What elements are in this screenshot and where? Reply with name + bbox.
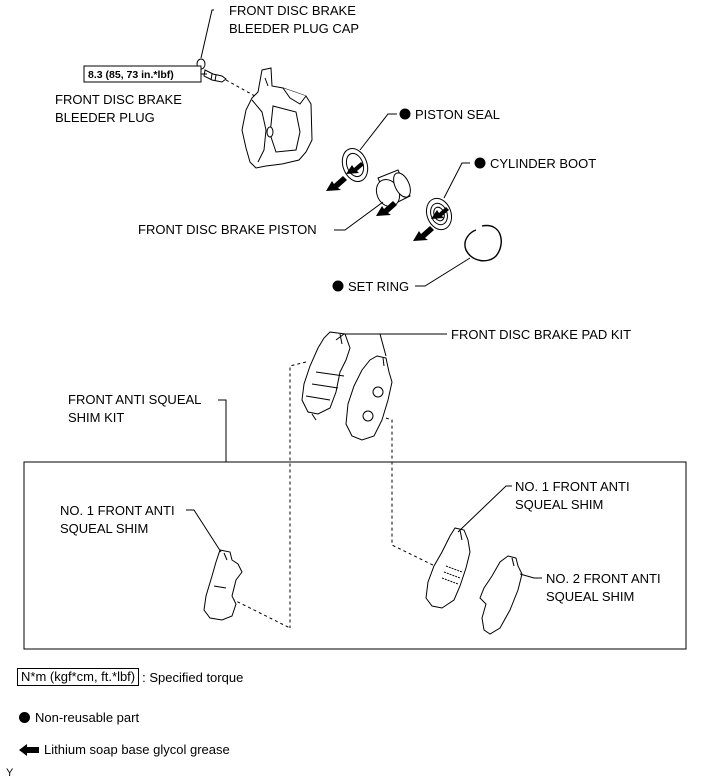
torque-value-text: 8.3 (85, 73 in.*lbf) — [88, 69, 174, 81]
label-no2-shim-1: NO. 2 FRONT ANTI — [546, 571, 661, 586]
label-pad-kit: FRONT DISC BRAKE PAD KIT — [451, 327, 631, 342]
label-cylinder-boot: CYLINDER BOOT — [490, 156, 596, 171]
non-reusable-dot-set-ring — [332, 280, 344, 292]
label-right-no1-shim-1: NO. 1 FRONT ANTI — [515, 479, 630, 494]
legend-grease-text: Lithium soap base glycol grease — [44, 742, 230, 757]
left-no1-shim-drawing — [203, 549, 243, 621]
dashed-left-shim — [231, 598, 291, 629]
brake-pad-outer-drawing — [301, 331, 351, 421]
legend-torque-desc: : Specified torque — [142, 669, 244, 685]
grease-arrow-icon-boot — [413, 226, 434, 241]
legend-grease: Lithium soap base glycol grease — [19, 742, 230, 757]
dashed-pad-inner — [385, 417, 444, 571]
label-piston-seal: PISTON SEAL — [415, 107, 500, 122]
dashed-plug-caliper — [225, 79, 263, 101]
non-reusable-dot-cylinder-boot — [474, 157, 486, 169]
label-left-no1-shim-2: SQUEAL SHIM — [60, 521, 148, 536]
label-bleeder-plug-1: FRONT DISC BRAKE — [55, 92, 182, 107]
label-piston: FRONT DISC BRAKE PISTON — [138, 222, 317, 237]
label-shim-kit-2: SHIM KIT — [68, 410, 124, 425]
legend-torque-unit: N*m (kgf*cm, ft.*lbf) — [17, 668, 140, 686]
leader-shim-kit — [218, 399, 227, 462]
grease-arrows — [326, 162, 449, 241]
torque-box: 8.3 (85, 73 in.*lbf) — [83, 65, 202, 83]
leader-no2-shim — [519, 573, 542, 579]
label-no2-shim-2: SQUEAL SHIM — [546, 589, 634, 604]
filled-circle-icon — [19, 712, 30, 723]
leader-bleeder-cap — [200, 9, 214, 59]
label-bleeder-cap-2: BLEEDER PLUG CAP — [229, 21, 359, 36]
footer-code: Y — [6, 767, 14, 779]
grease-arrow-icon-seal-inner — [346, 162, 364, 174]
leader-piston-seal — [359, 113, 397, 151]
grease-arrow-icon-boot-inner — [431, 207, 449, 219]
label-bleeder-cap-1: FRONT DISC BRAKE — [229, 3, 356, 18]
legend-non-reusable-text: Non-reusable part — [35, 710, 140, 725]
legend-torque: N*m (kgf*cm, ft.*lbf) : Specified torque — [17, 668, 243, 686]
legend-non-reusable: Non-reusable part — [19, 710, 139, 725]
caliper-drawing — [241, 67, 313, 169]
non-reusable-dot-piston-seal — [399, 108, 411, 120]
set-ring-drawing — [464, 224, 502, 262]
grease-arrow-icon-seal — [326, 176, 347, 191]
label-left-no1-shim-1: NO. 1 FRONT ANTI — [60, 503, 175, 518]
right-no1-shim-drawing — [425, 527, 471, 609]
label-bleeder-plug-2: BLEEDER PLUG — [55, 110, 155, 125]
no2-shim-drawing — [479, 555, 523, 635]
leader-right-no1-shim — [457, 485, 512, 533]
label-set-ring: SET RING — [348, 279, 409, 294]
leader-cylinder-boot — [443, 162, 470, 199]
label-shim-kit-1: FRONT ANTI SQUEAL — [68, 392, 201, 407]
leader-left-no1-shim — [186, 509, 222, 553]
left-arrow-icon — [19, 743, 39, 756]
label-right-no1-shim-2: SQUEAL SHIM — [515, 497, 603, 512]
brake-pad-inner-drawing — [345, 355, 393, 441]
shim-kit-box — [23, 461, 687, 650]
leader-pad-kit — [335, 333, 387, 357]
leader-set-ring — [415, 257, 471, 287]
leader-piston — [334, 201, 384, 231]
grease-arrow-icon-piston — [376, 201, 397, 216]
